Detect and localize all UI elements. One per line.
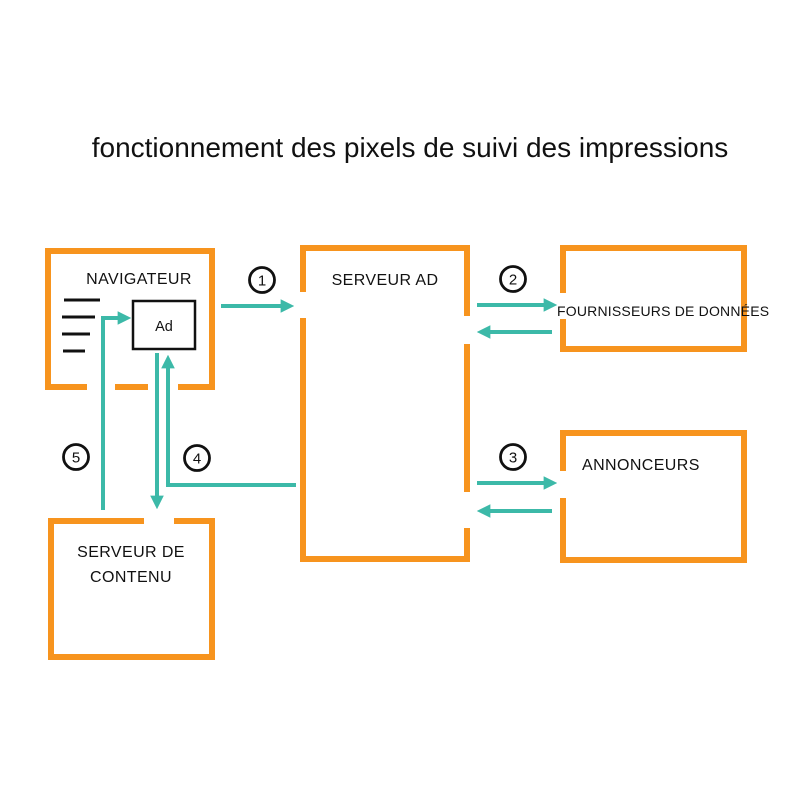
step-1-badge: 1 bbox=[248, 266, 276, 294]
step-3-number: 3 bbox=[509, 449, 517, 466]
page-content-lines-icon bbox=[62, 298, 100, 353]
ad-slot-label: Ad bbox=[155, 319, 173, 335]
serveur-contenu-label-line2: CONTENU bbox=[90, 569, 172, 586]
ad-slot-box bbox=[131, 299, 197, 351]
step-2-badge: 2 bbox=[499, 265, 527, 293]
serveur-contenu-label-line1: SERVEUR DE bbox=[77, 544, 185, 561]
arrow-5-serveur-contenu-to-ad-slot bbox=[101, 311, 132, 510]
navigateur-box bbox=[45, 248, 215, 390]
annonceurs-label: ANNONCEURS bbox=[582, 457, 700, 474]
step-3-badge: 3 bbox=[499, 443, 527, 471]
step-2-number: 2 bbox=[509, 271, 517, 288]
navigateur-label: NAVIGATEUR bbox=[86, 271, 192, 288]
serveur-ad-label: SERVEUR AD bbox=[332, 272, 439, 289]
diagram-title: fonctionnement des pixels de suivi des i… bbox=[92, 132, 729, 163]
fournisseurs-donnees-label: FOURNISSEURS DE DONNÉES bbox=[557, 303, 769, 319]
step-4-number: 4 bbox=[193, 450, 201, 467]
step-4-circle bbox=[183, 444, 211, 472]
step-2-circle bbox=[499, 265, 527, 293]
step-5-circle bbox=[62, 443, 90, 471]
arrow-4-serveur-ad-to-ad-slot bbox=[161, 354, 296, 487]
step-4-badge: 4 bbox=[183, 444, 211, 472]
step-3-circle bbox=[499, 443, 527, 471]
step-badges: 1 2 3 4 5 bbox=[62, 265, 527, 472]
ad-slot: Ad bbox=[131, 299, 197, 351]
step-5-badge: 5 bbox=[62, 443, 90, 471]
step-5-number: 5 bbox=[72, 449, 80, 466]
step-1-number: 1 bbox=[258, 272, 266, 289]
serveur-ad-box bbox=[300, 245, 470, 562]
flow-arrows bbox=[101, 298, 558, 518]
step-1-circle bbox=[248, 266, 276, 294]
fournisseurs-donnees-box bbox=[560, 245, 747, 352]
serveur-contenu-box bbox=[48, 518, 215, 660]
annonceurs-box bbox=[560, 430, 747, 563]
box-labels: NAVIGATEUR SERVEUR AD FOURNISSEURS DE DO… bbox=[77, 271, 769, 586]
